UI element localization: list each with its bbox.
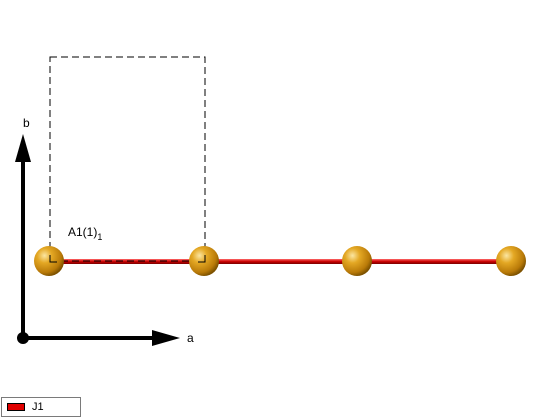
atom-a1-3[interactable] <box>342 246 372 276</box>
bond-j1-2[interactable] <box>204 259 357 264</box>
cell-corner-markers <box>49 255 206 263</box>
legend-swatch-j1 <box>7 403 25 411</box>
atom-chain <box>34 246 526 276</box>
atom-label-subscript: 1 <box>97 232 102 242</box>
a-axis-arrowhead <box>152 330 180 346</box>
legend: J1 <box>1 397 81 417</box>
legend-label-j1: J1 <box>32 401 44 413</box>
unit-cell-outline <box>49 56 206 263</box>
bond-j1-3[interactable] <box>356 259 511 264</box>
axis-origin <box>17 332 29 344</box>
atom-label-main: A1(1) <box>68 225 97 239</box>
a-axis-label: a <box>187 331 194 345</box>
unit-cell <box>49 56 206 263</box>
atom-a1[interactable] <box>34 246 64 276</box>
corner-marker-2 <box>198 255 206 263</box>
b-axis-arrowhead <box>15 134 31 162</box>
atom-a1-4[interactable] <box>496 246 526 276</box>
b-axis-label: b <box>23 116 30 130</box>
corner-marker-1 <box>49 255 57 263</box>
atom-label: A1(1)1 <box>68 225 102 242</box>
atom-a1-2[interactable] <box>189 246 219 276</box>
axis-triad: b a <box>15 116 194 346</box>
